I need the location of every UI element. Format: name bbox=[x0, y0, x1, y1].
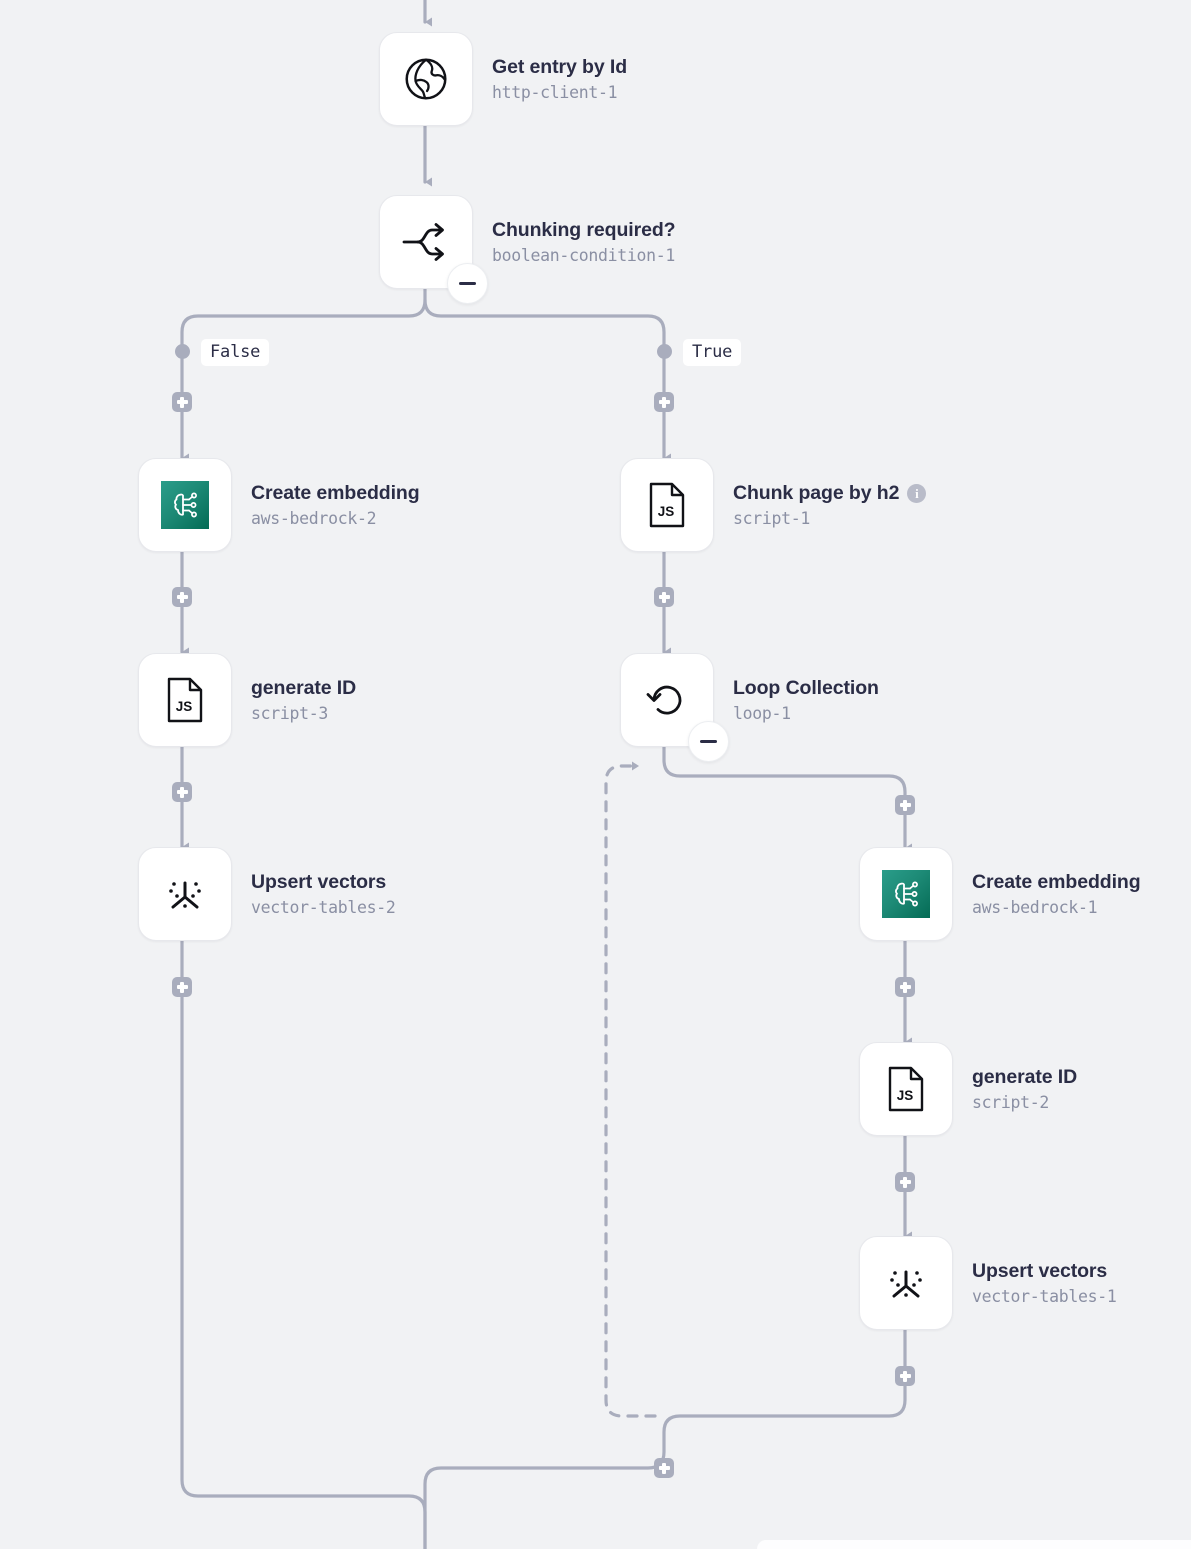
node-icon-box[interactable] bbox=[859, 847, 953, 941]
node-label-group: Upsert vectors vector-tables-1 bbox=[972, 1259, 1117, 1307]
node-script-1[interactable]: JS Chunk page by h2 i script-1 bbox=[620, 458, 927, 552]
add-node-button-after-script-3[interactable] bbox=[172, 782, 192, 802]
node-script-2[interactable]: JS generate ID script-2 bbox=[859, 1042, 1077, 1136]
node-label-group: Loop Collection loop-1 bbox=[733, 676, 879, 724]
node-icon-box[interactable]: JS bbox=[620, 458, 714, 552]
node-subtitle: script-3 bbox=[251, 703, 329, 723]
vector-tables-icon bbox=[890, 1270, 922, 1298]
node-icon-box[interactable] bbox=[379, 195, 488, 304]
add-node-button-after-loop[interactable] bbox=[654, 1458, 674, 1478]
branch-dot-true[interactable] bbox=[657, 344, 672, 359]
add-node-button-after-vector-tables-1[interactable] bbox=[895, 1366, 915, 1386]
branch-dot-false[interactable] bbox=[175, 344, 190, 359]
node-subtitle: aws-bedrock-1 bbox=[972, 897, 1098, 917]
node-title-text: generate ID bbox=[251, 677, 357, 699]
node-title: Loop Collection bbox=[733, 676, 879, 701]
node-title-text: Get entry by Id bbox=[492, 56, 628, 78]
node-title: Chunking required? bbox=[492, 218, 676, 243]
node-icon-box[interactable] bbox=[620, 653, 729, 762]
node-label-group: Chunking required? boolean-condition-1 bbox=[492, 218, 676, 266]
node-title-text: Loop Collection bbox=[733, 677, 879, 699]
node-title-text: Create embedding bbox=[251, 482, 420, 504]
node-label-group: generate ID script-2 bbox=[972, 1065, 1077, 1113]
node-vector-tables-2[interactable]: Upsert vectors vector-tables-2 bbox=[138, 847, 396, 941]
add-node-button-after-script-1[interactable] bbox=[654, 587, 674, 607]
node-title-text: Create embedding bbox=[972, 871, 1141, 893]
node-title-text: Chunk page by h2 bbox=[733, 482, 900, 504]
info-icon[interactable]: i bbox=[907, 483, 927, 503]
js-glyph: JS bbox=[897, 1088, 914, 1103]
js-glyph: JS bbox=[176, 699, 193, 714]
add-node-button-after-aws-bedrock-1[interactable] bbox=[895, 977, 915, 997]
node-title: Chunk page by h2 i bbox=[733, 481, 927, 506]
js-glyph: JS bbox=[658, 504, 675, 519]
node-title-text: Chunking required? bbox=[492, 219, 676, 241]
vector-tables-icon bbox=[169, 881, 201, 909]
node-subtitle: http-client-1 bbox=[492, 82, 618, 102]
node-label-group: Create embedding aws-bedrock-2 bbox=[251, 481, 420, 529]
node-aws-bedrock-2[interactable]: Create embedding aws-bedrock-2 bbox=[138, 458, 420, 552]
add-node-button-false-branch[interactable] bbox=[172, 392, 192, 412]
node-label-group: Create embedding aws-bedrock-1 bbox=[972, 870, 1141, 918]
node-subtitle: vector-tables-1 bbox=[972, 1286, 1117, 1306]
node-subtitle: vector-tables-2 bbox=[251, 897, 396, 917]
node-title-text: Upsert vectors bbox=[251, 871, 387, 893]
add-node-button-loop-body-start[interactable] bbox=[895, 795, 915, 815]
node-icon-box[interactable]: JS bbox=[859, 1042, 953, 1136]
node-title: Create embedding bbox=[972, 870, 1141, 895]
node-title-text: generate ID bbox=[972, 1066, 1078, 1088]
node-script-3[interactable]: JS generate ID script-3 bbox=[138, 653, 356, 747]
aws-bedrock-icon bbox=[882, 870, 930, 918]
branch-label-false: False bbox=[201, 339, 270, 367]
node-title: Upsert vectors bbox=[972, 1259, 1117, 1284]
node-subtitle: script-1 bbox=[733, 508, 811, 528]
node-label-group: Upsert vectors vector-tables-2 bbox=[251, 870, 396, 918]
globe-icon bbox=[405, 58, 447, 100]
bottom-panel-edge bbox=[757, 1540, 1191, 1549]
node-subtitle: boolean-condition-1 bbox=[492, 245, 676, 265]
node-title-text: Upsert vectors bbox=[972, 1260, 1108, 1282]
node-title: Create embedding bbox=[251, 481, 420, 506]
node-label-group: Chunk page by h2 i script-1 bbox=[733, 481, 927, 529]
node-label-group: Get entry by Id http-client-1 bbox=[492, 55, 627, 103]
js-file-icon: JS bbox=[649, 482, 685, 528]
node-title: generate ID bbox=[972, 1065, 1077, 1090]
collapse-toggle-loop-1[interactable] bbox=[688, 721, 729, 762]
add-node-button-after-vector-tables-2[interactable] bbox=[172, 977, 192, 997]
add-node-button-true-branch[interactable] bbox=[654, 392, 674, 412]
node-subtitle: loop-1 bbox=[733, 703, 791, 723]
add-node-button-after-script-2[interactable] bbox=[895, 1172, 915, 1192]
node-boolean-condition-1[interactable]: Chunking required? boolean-condition-1 bbox=[379, 195, 676, 304]
node-icon-box[interactable] bbox=[138, 847, 232, 941]
branch-icon bbox=[402, 223, 444, 261]
node-title: Get entry by Id bbox=[492, 55, 627, 80]
node-icon-box[interactable] bbox=[859, 1236, 953, 1330]
node-icon-box[interactable]: JS bbox=[138, 653, 232, 747]
node-vector-tables-1[interactable]: Upsert vectors vector-tables-1 bbox=[859, 1236, 1117, 1330]
minus-icon bbox=[700, 739, 717, 744]
node-subtitle: aws-bedrock-2 bbox=[251, 508, 377, 528]
node-icon-box[interactable] bbox=[138, 458, 232, 552]
minus-icon bbox=[459, 281, 476, 286]
node-title: Upsert vectors bbox=[251, 870, 396, 895]
node-http-client-1[interactable]: Get entry by Id http-client-1 bbox=[379, 32, 627, 126]
collapse-toggle-boolean-condition-1[interactable] bbox=[447, 263, 488, 304]
node-subtitle: script-2 bbox=[972, 1092, 1050, 1112]
aws-bedrock-icon bbox=[161, 481, 209, 529]
js-file-icon: JS bbox=[888, 1066, 924, 1112]
node-loop-1[interactable]: Loop Collection loop-1 bbox=[620, 653, 879, 762]
node-aws-bedrock-1[interactable]: Create embedding aws-bedrock-1 bbox=[859, 847, 1141, 941]
node-title: generate ID bbox=[251, 676, 356, 701]
node-icon-box[interactable] bbox=[379, 32, 473, 126]
js-file-icon: JS bbox=[167, 677, 203, 723]
loop-icon bbox=[646, 685, 682, 715]
node-label-group: generate ID script-3 bbox=[251, 676, 356, 724]
add-node-button-after-aws-bedrock-2[interactable] bbox=[172, 587, 192, 607]
branch-label-true: True bbox=[683, 339, 742, 367]
